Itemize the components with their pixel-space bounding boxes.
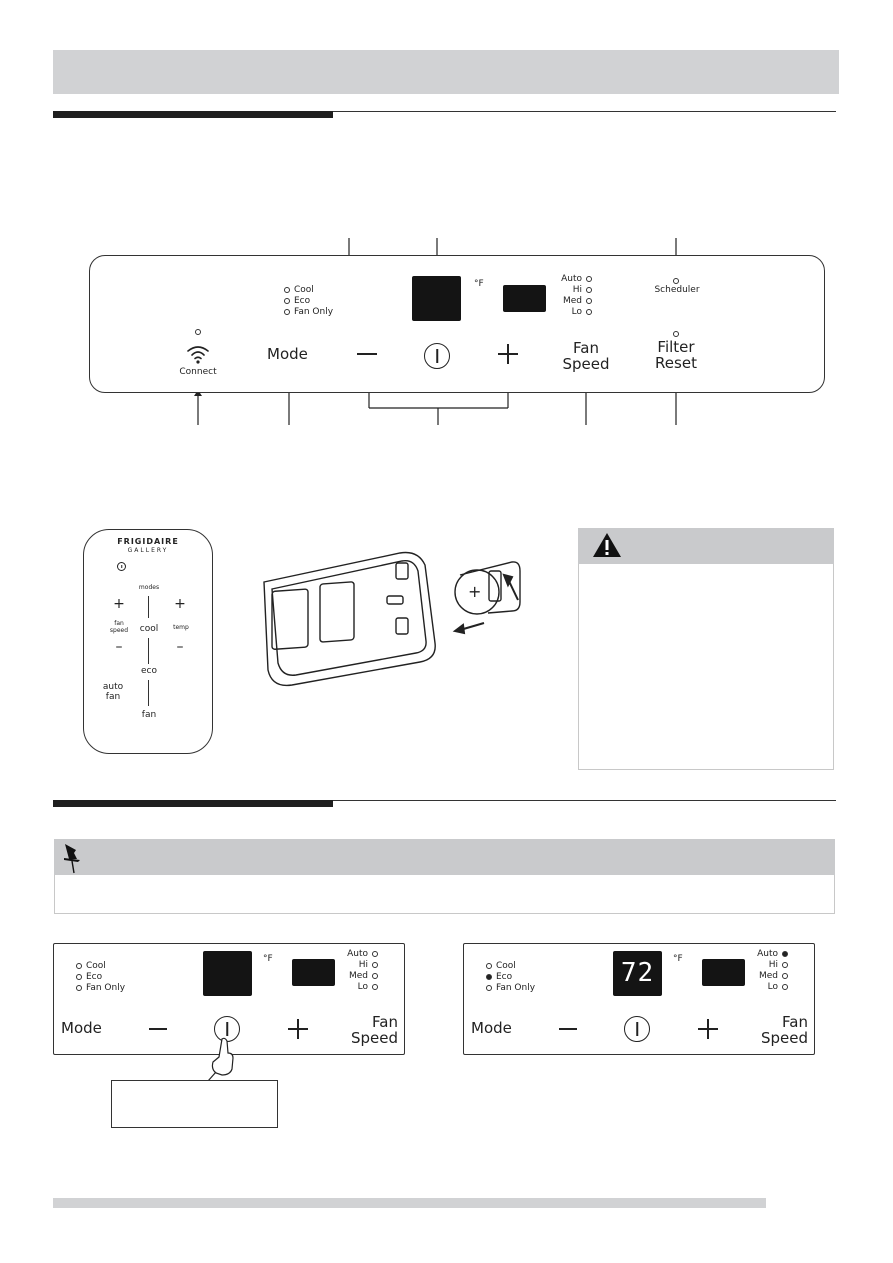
small-after-timer-display	[702, 959, 745, 986]
connect-button[interactable]: Connect	[179, 367, 217, 377]
mode-indicator-list: Cool Eco Fan Only	[284, 285, 333, 318]
hand-pointer-icon	[207, 1037, 234, 1082]
small-before-timer-display	[292, 959, 335, 986]
remote-auto-fan-button[interactable]: auto fan	[102, 682, 124, 702]
small-after-power-button[interactable]	[624, 1016, 650, 1042]
small-before-speeds: Auto Hi Med Lo	[334, 949, 378, 993]
remote-temp-down-button[interactable]: –	[176, 639, 184, 655]
remote-temp-label: temp	[173, 624, 189, 631]
small-after-modes: Cool Eco Fan Only	[486, 961, 535, 994]
warning-box	[578, 528, 834, 770]
small-after-fan-speed-button[interactable]: Fan Speed	[760, 1013, 808, 1047]
small-before-minus-button[interactable]	[149, 1028, 167, 1030]
remote-temp-up-button[interactable]: +	[174, 596, 186, 612]
small-after-minus-button[interactable]	[559, 1028, 577, 1030]
remote-control: FRIGIDAIRE GALLERY modes + + fan speed c…	[83, 529, 213, 754]
auto-active-indicator	[782, 950, 788, 957]
unit-label: °F	[474, 279, 484, 289]
mode-eco-indicator: Eco	[284, 296, 333, 307]
battery-illustration: +	[263, 551, 521, 687]
temperature-display	[412, 276, 461, 321]
temperature-readout: 72	[620, 958, 655, 988]
small-after-speeds: Auto Hi Med Lo	[744, 949, 788, 993]
speed-lo-indicator: Lo	[548, 307, 592, 318]
small-before-modes: Cool Eco Fan Only	[76, 961, 125, 994]
warning-header	[578, 528, 834, 564]
scheduler-label: Scheduler	[654, 285, 700, 295]
temp-down-button[interactable]	[357, 353, 377, 355]
remote-eco-button[interactable]: eco	[141, 666, 157, 676]
remote-brand: FRIGIDAIRE	[117, 537, 179, 546]
small-before-temp-display	[203, 951, 252, 996]
remote-power-button[interactable]	[117, 562, 126, 571]
instruction-callout-box	[111, 1080, 278, 1128]
filter-indicator	[673, 331, 679, 337]
section-rule-2	[333, 800, 836, 801]
temp-up-button[interactable]	[497, 343, 519, 365]
small-after-unit: °F	[673, 954, 683, 964]
fan-speed-indicator-list: Auto Hi Med Lo	[548, 274, 592, 318]
remote-fan-speed-label: fan speed	[109, 620, 129, 634]
small-after-plus-button[interactable]	[697, 1018, 719, 1040]
wifi-icon	[187, 346, 209, 364]
remote-fan-down-button[interactable]: –	[115, 639, 123, 655]
section-rule	[333, 111, 836, 112]
remote-brand-sub: GALLERY	[127, 547, 169, 554]
wifi-indicator	[195, 329, 201, 335]
remote-fan-button[interactable]: fan	[141, 710, 157, 720]
scheduler-indicator	[673, 278, 679, 284]
small-before-mode-button[interactable]: Mode	[61, 1019, 102, 1037]
remote-divider	[148, 596, 149, 618]
power-button[interactable]	[424, 343, 450, 369]
speed-med-indicator: Med	[548, 296, 592, 307]
warning-icon	[593, 533, 621, 557]
pushpin-icon	[64, 844, 80, 874]
mode-fanonly-indicator: Fan Only	[284, 307, 333, 318]
small-after-temp-display: 72	[613, 951, 662, 996]
page-footer-bar	[53, 1198, 766, 1208]
mode-button[interactable]: Mode	[267, 345, 308, 363]
section-rule-thick-2	[53, 800, 333, 807]
svg-text:+: +	[468, 582, 481, 601]
speed-auto-indicator: Auto	[548, 274, 592, 285]
speed-hi-indicator: Hi	[548, 285, 592, 296]
filter-reset-button[interactable]: Filter Reset	[655, 338, 697, 372]
small-before-unit: °F	[263, 954, 273, 964]
remote-cool-button[interactable]: cool	[139, 624, 159, 634]
small-before-plus-button[interactable]	[287, 1018, 309, 1040]
timer-display	[503, 285, 546, 312]
remote-modes-label: modes	[138, 584, 160, 591]
mode-cool-indicator: Cool	[284, 285, 333, 296]
fan-speed-button[interactable]: Fan Speed	[562, 339, 610, 373]
page-header-bar	[53, 50, 839, 94]
small-before-fan-speed-button[interactable]: Fan Speed	[350, 1013, 398, 1047]
note-header	[54, 839, 835, 875]
eco-active-indicator	[486, 973, 492, 980]
small-after-mode-button[interactable]: Mode	[471, 1019, 512, 1037]
remote-fan-up-button[interactable]: +	[113, 596, 125, 612]
section-rule-thick	[53, 111, 333, 118]
